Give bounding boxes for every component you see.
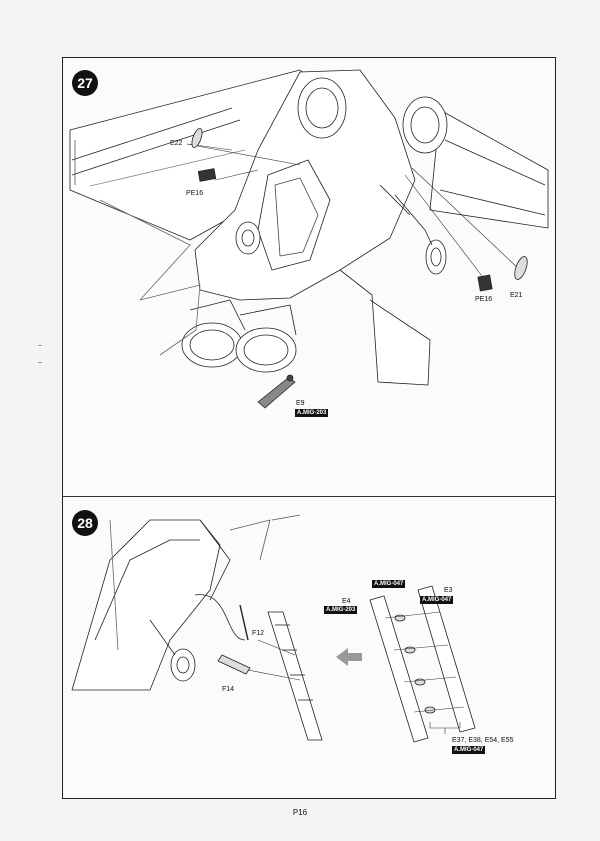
step-27-number: 27 [72,70,98,96]
part-label-e22: E22 [170,140,183,147]
part-label-pe16-left: PE16 [186,190,204,197]
part-label-e4: E4 [342,598,351,605]
part-label-pe16-right: PE16 [475,296,493,303]
part-label-e21: E21 [510,292,523,299]
margin-mark [38,345,42,346]
part-label-f12: F12 [252,630,265,637]
part-label-e9: E9 [296,400,305,407]
part-label-e3: E3 [444,587,453,594]
part-group-label: E37, E38, E54, E55 [452,737,514,744]
paint-code-e3: A.MIG-047 [420,596,454,604]
paint-code-e4-top: A.MIG-047 [372,580,406,588]
step-divider [62,496,556,497]
step-28-number: 28 [72,510,98,536]
paint-code-e9: A.MIG-203 [295,409,329,417]
page-number: P16 [292,808,308,817]
paint-code-group: A.MIG-047 [452,746,486,754]
paint-code-e4: A.MIG-203 [324,606,358,614]
margin-mark [38,362,42,363]
part-label-f14: F14 [222,686,235,693]
